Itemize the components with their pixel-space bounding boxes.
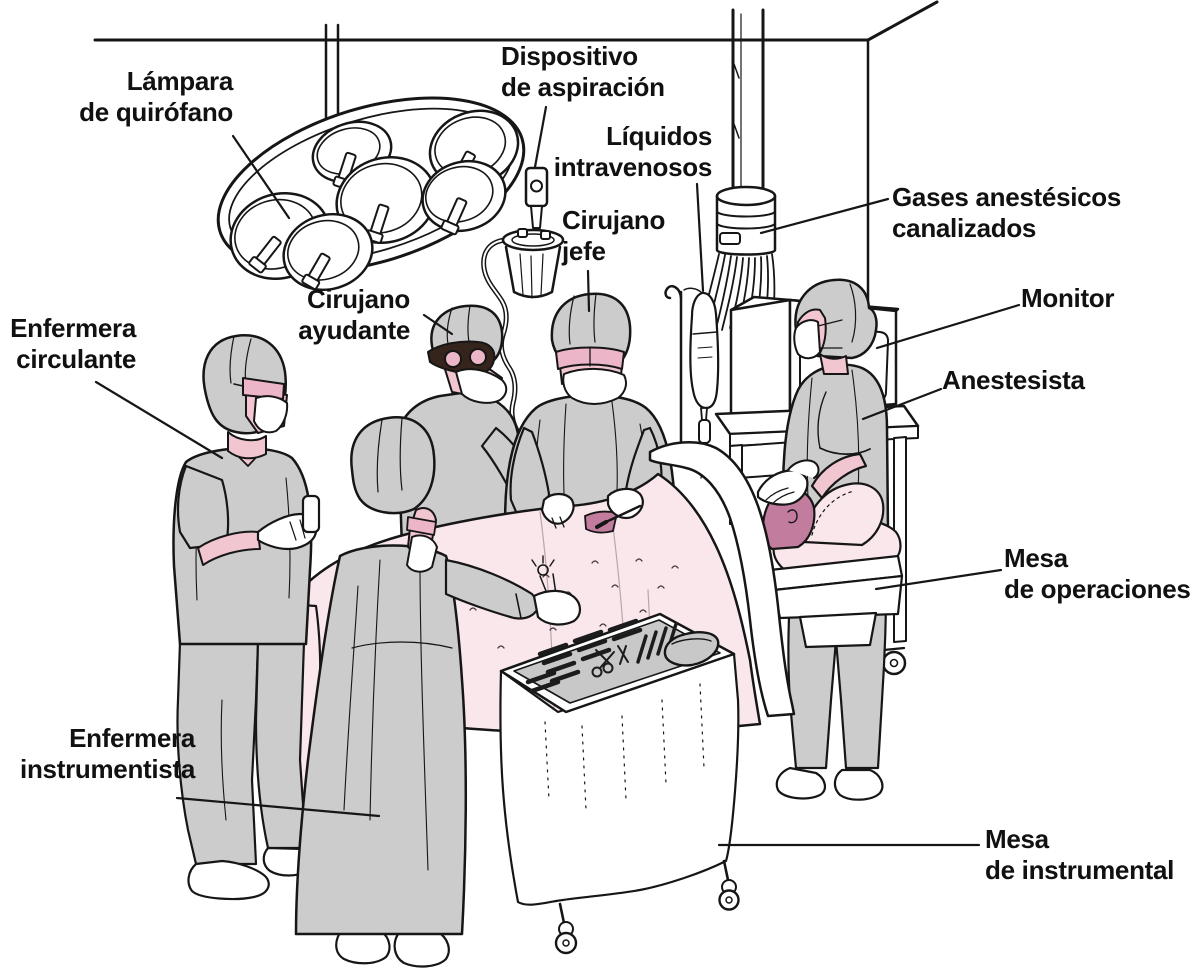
label-gases-line1: Gases anestésicos — [892, 182, 1122, 212]
label-operating-table: Mesa de operaciones — [1004, 543, 1191, 605]
leader-gases — [759, 197, 890, 235]
leader-optable — [874, 568, 1003, 591]
surgeon-hands — [540, 487, 644, 529]
leader-suction — [533, 105, 548, 169]
label-lamp-line1: Lámpara — [126, 66, 234, 96]
room-lines — [93, 0, 939, 302]
leader-assistant — [422, 313, 454, 336]
label-suction-line1: Dispositivo — [501, 41, 638, 71]
leader-anesthetist — [861, 387, 943, 421]
label-optable-line1: Mesa — [1004, 543, 1068, 573]
leader-lines — [94, 105, 1021, 847]
label-lamp: Lámpara de quirófano — [33, 66, 233, 128]
anesthetist-hands — [756, 459, 820, 506]
label-assistant-surgeon: Cirujano ayudante — [210, 284, 410, 346]
instruments-scissors — [591, 645, 629, 678]
label-circulating-line2: circulante — [16, 344, 136, 374]
leader-lamp — [231, 134, 291, 220]
label-iv: Líquidos intravenosos — [512, 121, 713, 183]
surgical-lamp — [216, 96, 526, 292]
lamp-dish — [282, 212, 374, 292]
instruments — [525, 618, 643, 694]
anesthesia-screen — [648, 441, 796, 718]
bowl — [663, 631, 720, 667]
label-scrubnurse-line1: Enfermera — [69, 723, 195, 753]
lamp-dish — [421, 159, 507, 236]
label-iv-line1: Líquidos — [606, 121, 712, 151]
label-chief-surgeon: Cirujano jefe — [562, 205, 665, 267]
circulating-nurse-figure — [172, 334, 321, 901]
label-insttable-line2: de instrumental — [985, 855, 1175, 885]
label-iv-line2: intravenosos — [553, 152, 713, 182]
label-chief-line1: Cirujano — [562, 205, 666, 235]
label-suction-line2: de aspiración — [501, 72, 665, 102]
label-chief-line2: jefe — [562, 236, 606, 266]
label-circulating-line1: Enfermera — [10, 313, 136, 343]
instrument-table — [499, 612, 740, 955]
casters — [554, 859, 740, 955]
label-gases-line2: canalizados — [892, 213, 1037, 243]
scrub-nurse-figure — [294, 416, 582, 968]
leader-iv — [695, 182, 705, 293]
label-circulating-nurse: Enfermera circulante — [0, 313, 136, 375]
iv-bag — [664, 285, 720, 479]
label-anesthetist-line1: Anestesista — [942, 365, 1085, 395]
label-monitor: Monitor — [1021, 283, 1115, 314]
label-scrubnurse-line2: instrumentista — [20, 754, 195, 784]
label-anesthetist: Anestesista — [942, 365, 1085, 396]
leader-monitor — [875, 303, 1021, 350]
leader-chief — [586, 269, 591, 313]
label-optable-line2: de operaciones — [1004, 574, 1191, 604]
label-suction: Dispositivo de aspiración — [501, 41, 665, 103]
operating-table — [761, 482, 904, 649]
label-assistant-line1: Cirujano — [306, 284, 410, 314]
leader-circulating — [94, 380, 224, 460]
label-gases: Gases anestésicos canalizados — [892, 182, 1121, 244]
label-scrub-nurse: Enfermera instrumentista — [0, 723, 195, 785]
label-assistant-line2: ayudante — [298, 315, 410, 345]
leader-scrubnurse — [175, 796, 381, 818]
label-insttable-line1: Mesa — [985, 824, 1049, 854]
label-instrument-table: Mesa de instrumental — [985, 824, 1174, 886]
label-lamp-line2: de quirófano — [79, 97, 233, 127]
label-monitor-line1: Monitor — [1021, 283, 1115, 313]
